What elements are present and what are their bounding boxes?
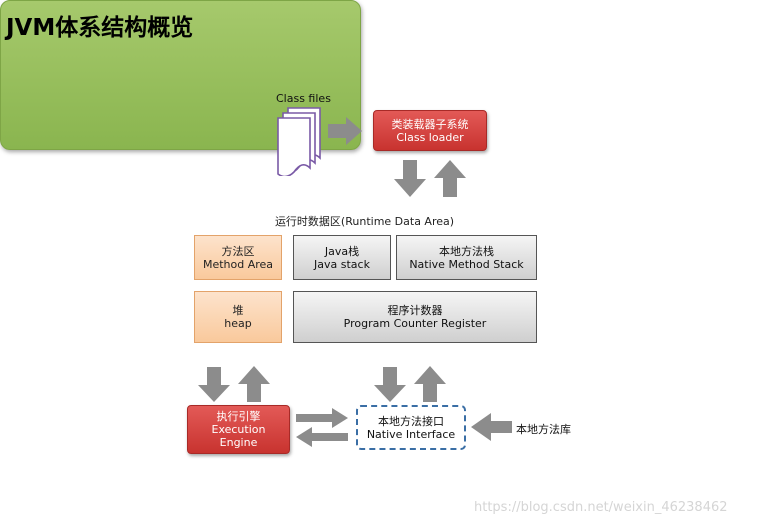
arrow-down-icon xyxy=(198,367,230,402)
native-method-stack-box: 本地方法栈 Native Method Stack xyxy=(396,235,537,280)
class-loader-label-cn: 类装载器子系统 xyxy=(391,117,469,131)
arrow-right-icon xyxy=(296,408,348,428)
arrow-up-icon xyxy=(414,366,446,402)
java-stack-label-en: Java stack xyxy=(314,257,370,271)
native-method-stack-label-cn: 本地方法栈 xyxy=(439,244,494,258)
arrow-down-icon xyxy=(394,160,426,197)
native-library-label: 本地方法库 xyxy=(516,423,571,436)
program-counter-label-en: Program Counter Register xyxy=(343,317,487,330)
native-interface-label-en: Native Interface xyxy=(366,427,456,441)
execution-engine-label-cn: 执行引擎 xyxy=(216,410,261,423)
arrow-left-icon xyxy=(471,413,512,441)
heap-label-cn: 堆 xyxy=(232,304,244,317)
heap-box: 堆 heap xyxy=(194,291,282,343)
arrow-up-icon xyxy=(434,160,466,197)
java-stack-box: Java栈 Java stack xyxy=(293,235,391,280)
java-stack-label-cn: Java栈 xyxy=(324,244,360,258)
class-files-icon xyxy=(277,107,321,176)
arrow-left-icon xyxy=(296,427,348,447)
method-area-label-en: Method Area xyxy=(202,257,274,271)
program-counter-box: 程序计数器 Program Counter Register xyxy=(293,291,537,343)
heap-label-en: heap xyxy=(224,317,252,330)
arrow-right-icon xyxy=(328,117,362,145)
arrow-up-icon xyxy=(238,366,270,402)
execution-engine-box: 执行引擎 Execution Engine xyxy=(187,405,290,454)
method-area-box: 方法区 Method Area xyxy=(194,235,282,280)
method-area-label-cn: 方法区 xyxy=(221,244,255,258)
class-loader-label-en: Class loader xyxy=(396,130,464,144)
page-title: JVM体系结构概览 xyxy=(6,15,194,41)
native-method-stack-label-en: Native Method Stack xyxy=(409,257,524,271)
class-loader-box: 类装载器子系统 Class loader xyxy=(373,110,487,151)
execution-engine-label-en1: Execution xyxy=(211,423,266,436)
watermark: https://blog.csdn.net/weixin_46238462 xyxy=(474,500,728,515)
execution-engine-label-en2: Engine xyxy=(219,436,258,449)
class-files-label: Class files xyxy=(276,92,331,105)
runtime-data-area-title: 运行时数据区(Runtime Data Area) xyxy=(274,215,455,228)
program-counter-label-cn: 程序计数器 xyxy=(387,304,443,317)
arrow-down-icon xyxy=(374,367,406,402)
native-interface-label-cn: 本地方法接口 xyxy=(378,414,444,428)
native-interface-box: 本地方法接口 Native Interface xyxy=(356,405,466,450)
